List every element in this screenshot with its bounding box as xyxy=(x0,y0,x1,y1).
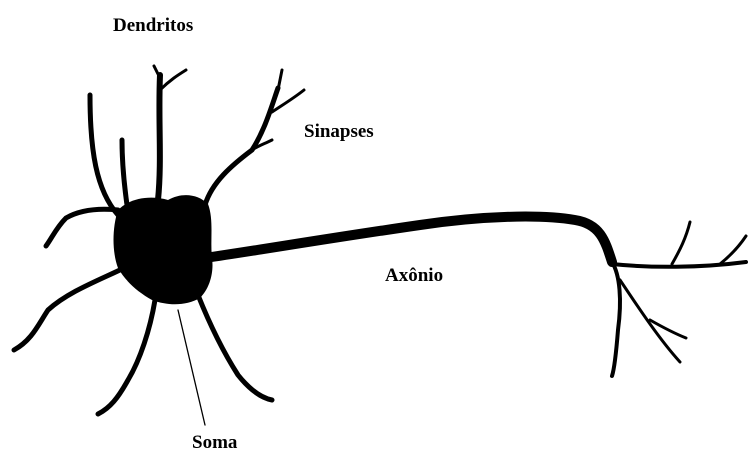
axon xyxy=(205,217,746,376)
soma-body xyxy=(114,195,213,304)
sinapses-label: Sinapses xyxy=(304,122,374,141)
soma-label: Soma xyxy=(192,433,237,452)
dendrites-upper xyxy=(90,66,304,215)
axonio-label: Axônio xyxy=(385,266,443,285)
dendritos-label: Dendritos xyxy=(113,16,193,35)
soma-pointer-line xyxy=(178,310,205,425)
